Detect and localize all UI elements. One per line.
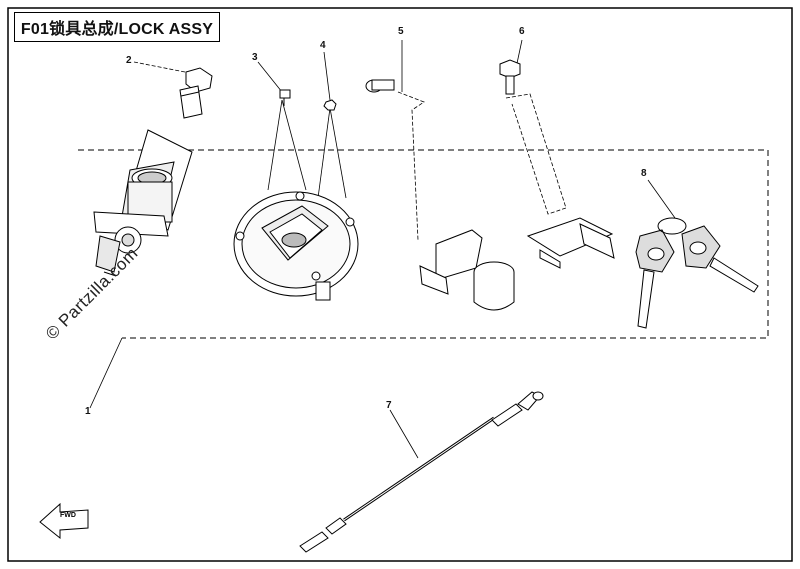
callout-5: 5 — [398, 26, 404, 37]
callout-3: 3 — [252, 52, 258, 63]
part-6-guide — [505, 93, 567, 215]
fuel-cap-lock — [233, 191, 359, 301]
fwd-arrow-shape — [39, 502, 89, 540]
part-8-keys — [635, 217, 759, 329]
callout-6: 6 — [519, 26, 525, 37]
bracket-clamp — [419, 229, 515, 311]
part-7-cable — [299, 391, 544, 553]
part-4-nut — [323, 99, 337, 111]
part-1-ignition-lock — [93, 129, 193, 277]
part-3-screw — [279, 89, 291, 106]
callout-4: 4 — [320, 40, 326, 51]
mount-bracket — [526, 217, 615, 269]
part-5-bolt — [365, 79, 395, 93]
leader-lines — [89, 39, 676, 459]
callout-8: 8 — [641, 168, 647, 179]
part-5-guide — [397, 91, 425, 241]
part-2-cap — [179, 67, 213, 119]
diagram-title: F01锁具总成/LOCK ASSY — [14, 12, 220, 42]
outer-frame — [7, 7, 793, 562]
callout-2: 2 — [126, 55, 132, 66]
part-6-bolt — [499, 59, 521, 95]
callout-7: 7 — [386, 400, 392, 411]
fwd-label: FWD — [60, 512, 76, 519]
callout-1: 1 — [85, 406, 91, 417]
assembly-boundary — [78, 149, 769, 339]
